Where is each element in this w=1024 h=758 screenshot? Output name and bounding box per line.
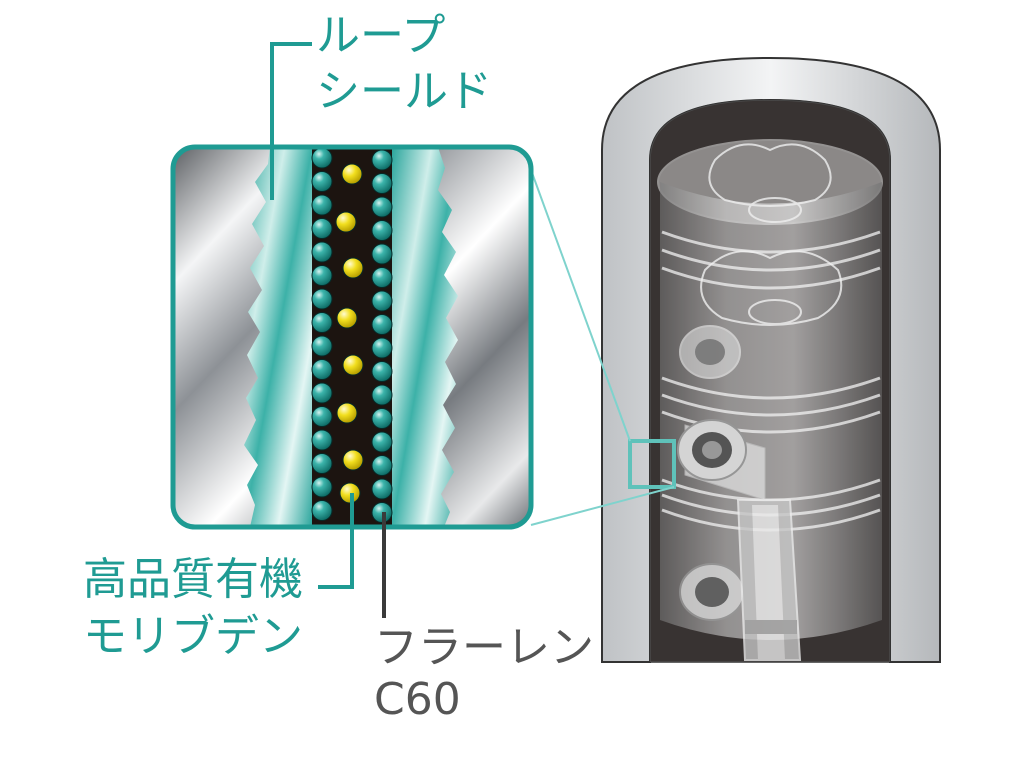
metal-surface-right <box>392 147 458 527</box>
label-fullerene-line2: C60 <box>374 674 461 725</box>
fullerene-molecule <box>311 241 333 263</box>
callout-lines <box>270 42 386 618</box>
fullerene-molecule <box>371 173 393 194</box>
metal-surface-left <box>244 147 312 527</box>
label-molybdenum-line2: モリブデン <box>83 611 303 662</box>
label-loop-shield-line1: ループ <box>316 10 446 61</box>
fullerene-molecule <box>311 312 333 333</box>
fullerene-molecule <box>371 361 393 382</box>
molybdenum-molecule <box>336 402 358 424</box>
fullerene-molecule <box>371 149 393 171</box>
fullerene-molecule <box>371 267 393 288</box>
label-fullerene-line1: フラーレン <box>374 622 594 673</box>
fullerene-molecule <box>371 384 393 406</box>
fullerene-molecule <box>371 220 393 241</box>
fullerene-molecule <box>371 290 393 312</box>
fullerene-molecule <box>311 288 333 310</box>
fullerene-molecule <box>371 337 393 359</box>
fullerene-molecule <box>311 335 333 357</box>
connecting-rod <box>736 499 802 661</box>
fullerene-molecule <box>311 265 333 286</box>
fullerene-molecule <box>311 406 333 427</box>
fullerene-molecule <box>311 359 333 380</box>
fullerene-molecule <box>371 431 393 453</box>
fullerene-molecule <box>311 218 333 239</box>
fullerene-molecule <box>311 500 333 521</box>
label-molybdenum-line1: 高品質有機 <box>83 554 303 605</box>
molybdenum-molecule <box>335 211 357 233</box>
leader-molybdenum <box>318 493 354 589</box>
highlight-box <box>628 439 676 489</box>
cylinder-illustration <box>601 56 941 663</box>
molecules <box>311 147 393 523</box>
fullerene-molecule <box>371 314 393 335</box>
leader-loop-shield <box>270 42 312 200</box>
fullerene-molecule <box>371 243 393 265</box>
fullerene-molecule <box>371 408 393 429</box>
piston-pin-boss <box>677 325 766 621</box>
molybdenum-molecule <box>336 307 358 329</box>
molybdenum-molecule <box>342 449 364 471</box>
fullerene-molecule <box>311 171 333 192</box>
molybdenum-molecule <box>342 354 364 376</box>
zoom-detail-panel <box>170 144 534 530</box>
molybdenum-molecule <box>341 163 363 185</box>
fullerene-molecule <box>311 147 333 169</box>
fullerene-molecule <box>371 478 393 500</box>
fullerene-molecule <box>311 476 333 498</box>
fullerene-molecule <box>371 455 393 476</box>
molybdenum-molecule <box>342 257 364 279</box>
label-loop-shield-line2: シールド <box>316 66 492 117</box>
fullerene-molecule <box>311 194 333 216</box>
zoom-connector-lines <box>530 169 675 526</box>
fullerene-molecule <box>371 196 393 218</box>
fullerene-molecule <box>311 429 333 451</box>
piston <box>650 100 890 662</box>
fullerene-molecule <box>311 453 333 474</box>
fullerene-molecule <box>311 382 333 404</box>
